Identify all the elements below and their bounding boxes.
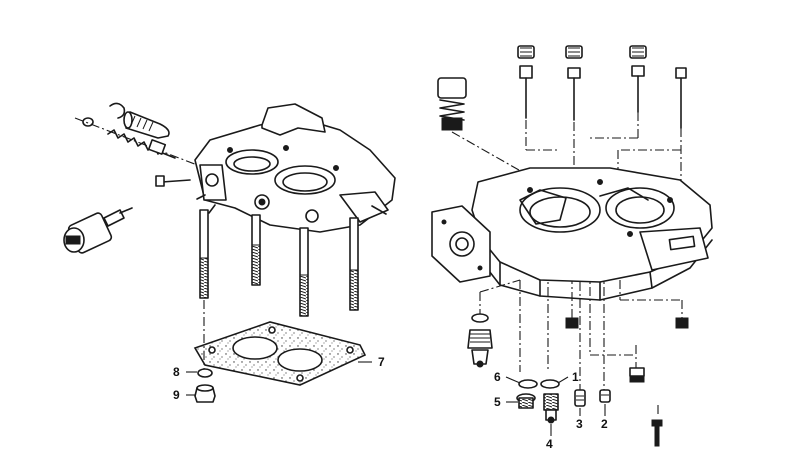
- top-screw-1: [517, 45, 535, 119]
- flange-gasket: [193, 321, 367, 386]
- small-pin: [651, 419, 663, 447]
- callout-7: 7: [378, 355, 385, 369]
- top-screw-2: [565, 45, 583, 121]
- plug-screw-b: [675, 317, 689, 329]
- top-screw-3: [629, 45, 647, 113]
- callout-4: 4: [546, 437, 553, 451]
- screw-5: [516, 393, 536, 409]
- side-flange: [431, 205, 491, 283]
- accelerator-pump: [437, 77, 467, 131]
- right-axis-lines: [451, 112, 683, 415]
- callout-labels: 7 8 9 6 1 5 4 3 2: [173, 355, 608, 451]
- left-axis-line: [74, 117, 206, 169]
- washer-8: [197, 368, 213, 378]
- jet-4: [543, 393, 559, 424]
- callout-5: 5: [494, 395, 501, 409]
- needle-spring: [107, 129, 176, 159]
- plug-screw-c: [629, 367, 645, 383]
- ring-1: [540, 379, 560, 389]
- callout-6: 6: [494, 370, 501, 384]
- jet-2: [599, 389, 611, 403]
- callout-2: 2: [601, 417, 608, 431]
- left-carburetor-assembly: [63, 102, 396, 403]
- right-bracket: [639, 227, 709, 271]
- solenoid-valve: [63, 207, 133, 254]
- right-carburetor-assembly: [431, 45, 713, 447]
- carburetor-upper-body: [194, 103, 396, 233]
- top-screw-4: [675, 67, 687, 129]
- nut-9: [194, 384, 216, 403]
- jet-3: [574, 389, 586, 407]
- callout-9: 9: [173, 388, 180, 402]
- callout-1: 1: [572, 370, 579, 384]
- retaining-ring: [82, 117, 94, 127]
- plug-screw-a: [565, 317, 579, 329]
- circlip: [109, 102, 126, 119]
- ring-6: [518, 379, 538, 389]
- small-screw-left: [155, 175, 191, 187]
- mounting-studs: [199, 209, 359, 317]
- needle-valve-body: [123, 111, 170, 139]
- temperature-sensor: [467, 313, 493, 368]
- callout-8: 8: [173, 365, 180, 379]
- callout-3: 3: [576, 417, 583, 431]
